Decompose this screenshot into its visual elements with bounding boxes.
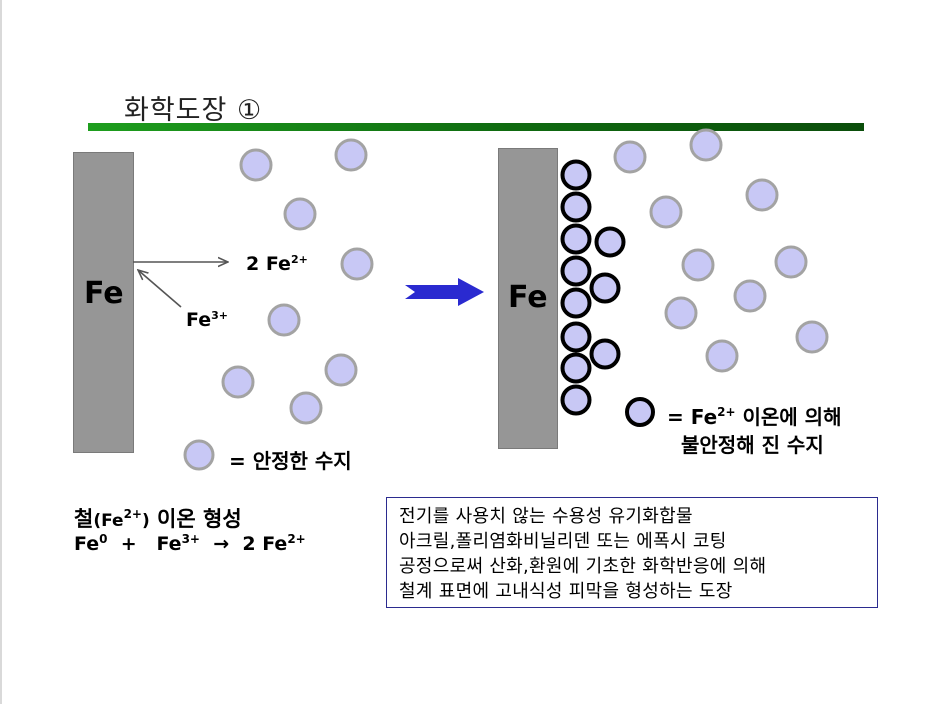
stable-resin-group-left xyxy=(221,138,374,425)
stable-resin-particle xyxy=(774,245,808,279)
arrow-right-icon xyxy=(405,278,484,306)
stable-resin-particle xyxy=(733,279,767,313)
eq-term3-charge: 2+ xyxy=(287,532,306,546)
stable-resin-particle xyxy=(239,148,273,182)
stable-resin-particle xyxy=(689,128,723,162)
description-line: 아크릴,폴리염화비닐리덴 또는 에폭시 코팅 xyxy=(399,531,727,552)
slide-left-border xyxy=(0,0,2,704)
stable-resin-particle xyxy=(221,365,255,399)
stable-resin-particle xyxy=(289,391,323,425)
fe3-ion-label: Fe3+ xyxy=(186,309,228,331)
unstable-resin-group xyxy=(560,159,626,416)
right-iron-plate xyxy=(498,148,558,449)
unstable-resin-particle xyxy=(589,272,621,304)
unstable-resin-particle xyxy=(560,352,592,384)
eq-term2: Fe xyxy=(156,533,182,555)
description-line: 공정으로써 산화,환원에 기초한 화학반응에 의해 xyxy=(399,556,767,577)
reaction-equation: Fe0 + Fe3+ → 2 Fe2+ xyxy=(74,533,306,555)
unstable-resin-particle xyxy=(560,191,592,223)
fe3-charge: 3+ xyxy=(211,309,228,322)
stable-resin-particle xyxy=(705,339,739,373)
stable-resin-particle xyxy=(613,140,647,174)
unstable-resin-particle xyxy=(560,384,592,416)
heading-charge: 2+ xyxy=(123,507,142,521)
eq-term2-charge: 3+ xyxy=(181,532,200,546)
stable-resin-particle xyxy=(334,138,368,172)
fe3-text: Fe xyxy=(186,309,212,331)
stable-resin-particle xyxy=(340,247,374,281)
legend-prefix: = Fe xyxy=(667,405,718,429)
eq-term3: 2 Fe xyxy=(242,533,288,555)
ion-formation-heading: 철(Fe2+) 이온 형성 xyxy=(74,503,242,533)
heading-prefix: 철 xyxy=(74,507,94,531)
stable-resin-particle xyxy=(324,353,358,387)
stable-resin-legend-icon xyxy=(183,439,215,471)
eq-arrow: → xyxy=(199,533,243,555)
unstable-resin-particle xyxy=(560,255,592,287)
stable-resin-particle xyxy=(649,195,683,229)
description-line: 전기를 사용치 않는 수용성 유기화합물 xyxy=(399,506,693,527)
right-plate-label: Fe xyxy=(508,280,548,315)
stable-resin-particle xyxy=(267,303,301,337)
fe2-charge: 2+ xyxy=(290,253,308,266)
stable-resin-particle xyxy=(664,296,698,330)
eq-plus: + xyxy=(107,533,157,555)
fe2-ion-label: 2 Fe2+ xyxy=(246,253,308,275)
unstable-resin-particle xyxy=(560,223,592,255)
stable-resin-particle xyxy=(283,197,317,231)
heading-paren-open: (Fe xyxy=(93,511,124,531)
stable-resin-particle xyxy=(681,248,715,282)
slide-title: 화학도장 ① xyxy=(124,95,263,126)
fe3-incoming-arrow xyxy=(138,270,182,308)
unstable-resin-particle xyxy=(594,226,626,258)
title-divider xyxy=(88,123,864,131)
description-box: 전기를 사용치 않는 수용성 유기화합물 아크릴,폴리염화비닐리덴 또는 에폭시… xyxy=(386,497,878,608)
unstable-resin-particle xyxy=(560,159,592,191)
stable-resin-particle xyxy=(745,178,779,212)
stable-resin-particle xyxy=(795,320,829,354)
unstable-resin-particle xyxy=(589,338,621,370)
unstable-resin-particle xyxy=(560,287,592,319)
heading-paren-close: ) xyxy=(141,511,150,531)
stable-resin-group-right xyxy=(613,128,829,373)
unstable-resin-legend-line2: 불안정해 진 수지 xyxy=(681,433,824,457)
eq-term1-charge: 0 xyxy=(99,532,108,546)
left-plate-label: Fe xyxy=(84,276,124,311)
legend-suffix: 이온에 의해 xyxy=(735,405,842,429)
legend-icons xyxy=(183,397,655,471)
fe2-text: 2 Fe xyxy=(246,253,291,275)
heading-suffix: 이온 형성 xyxy=(149,507,242,531)
legend-charge: 2+ xyxy=(717,405,736,419)
left-iron-plate xyxy=(73,152,134,453)
unstable-resin-legend-icon xyxy=(625,397,655,427)
unstable-resin-legend-line1: = Fe2+ 이온에 의해 xyxy=(667,401,841,430)
eq-term1: Fe xyxy=(74,533,100,555)
description-line: 철계 표면에 고내식성 피막을 형성하는 도장 xyxy=(399,581,733,602)
stable-resin-legend: = 안정한 수지 xyxy=(229,449,352,473)
unstable-resin-particle xyxy=(560,321,592,353)
